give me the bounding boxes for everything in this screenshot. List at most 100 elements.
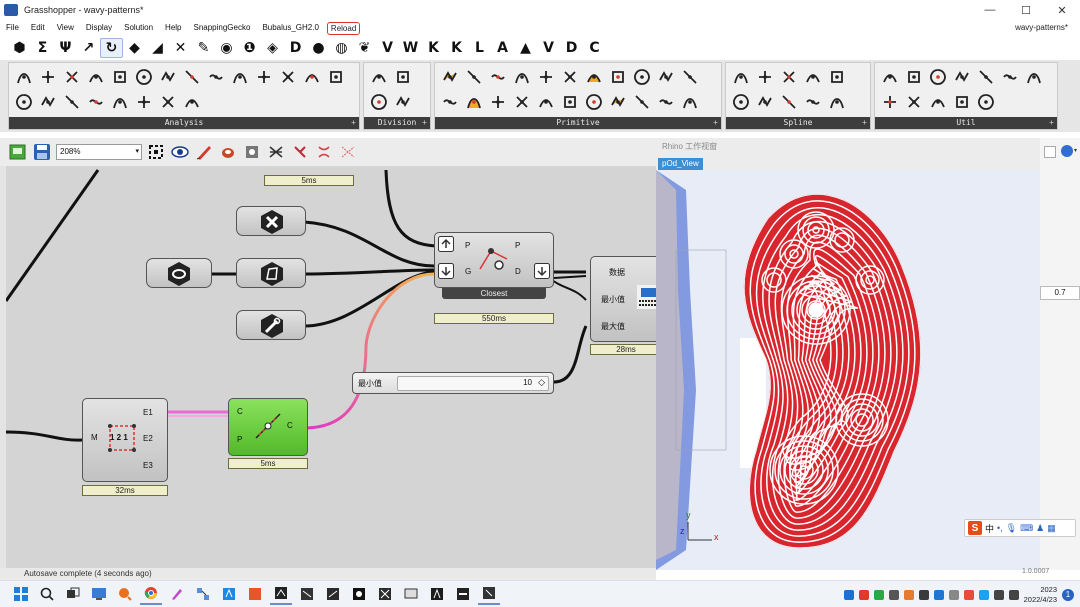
component-icon[interactable] <box>535 91 557 113</box>
search-icon[interactable] <box>36 583 58 605</box>
component-icon[interactable] <box>951 66 973 88</box>
tab-transform[interactable]: ✎ <box>192 38 215 58</box>
component-icon[interactable] <box>730 66 752 88</box>
windows-start-icon[interactable] <box>10 583 32 605</box>
component-icon[interactable] <box>826 66 848 88</box>
viewport-tab[interactable]: pOd_View <box>658 158 703 170</box>
component-icon[interactable] <box>679 66 701 88</box>
tray-app-icon[interactable] <box>903 589 914 600</box>
menu-edit[interactable]: Edit <box>30 23 45 32</box>
clock[interactable]: 2023 2022/4/23 <box>1024 585 1057 605</box>
maximize-button[interactable]: ☐ <box>1021 4 1031 17</box>
component-icon[interactable] <box>1023 66 1045 88</box>
tab-surface[interactable]: ◆ <box>123 38 146 58</box>
reload-button[interactable]: Reload <box>326 21 361 35</box>
app-icon-2[interactable] <box>244 583 266 605</box>
component-icon[interactable] <box>439 91 461 113</box>
bake-icon[interactable] <box>290 142 310 162</box>
search-app-icon[interactable] <box>114 583 136 605</box>
component-icon[interactable] <box>903 91 925 113</box>
component-icon[interactable] <box>85 91 107 113</box>
menu-bubalus[interactable]: Bubalus_GH2.0 <box>262 23 319 32</box>
grid-icon[interactable]: ▦ <box>1047 522 1056 533</box>
paint-icon[interactable] <box>166 583 188 605</box>
component-icon[interactable] <box>181 91 203 113</box>
mic-icon[interactable]: 🎙 <box>1005 522 1018 533</box>
component-icon[interactable] <box>879 91 901 113</box>
preview-mode-icon[interactable] <box>218 142 238 162</box>
tab-params[interactable]: ⬢ <box>8 38 31 58</box>
param-node-cancel[interactable] <box>236 206 306 236</box>
component-icon[interactable] <box>439 66 461 88</box>
tab-plugin-3[interactable]: ● <box>307 38 330 58</box>
tab-plugin-5[interactable]: ❦ <box>353 38 376 58</box>
minimize-button[interactable]: — <box>984 4 996 16</box>
component-icon[interactable] <box>133 66 155 88</box>
component-icon[interactable] <box>754 66 776 88</box>
remote-desktop-icon[interactable] <box>88 583 110 605</box>
close-button[interactable]: ✕ <box>1057 4 1067 17</box>
tab-plugin-a[interactable]: A <box>491 38 514 58</box>
wifi-icon[interactable] <box>993 589 1004 600</box>
menu-solution[interactable]: Solution <box>124 23 154 32</box>
curve-closest-node[interactable]: C P C <box>228 398 308 456</box>
component-icon[interactable] <box>109 66 131 88</box>
component-icon[interactable] <box>778 66 800 88</box>
component-icon[interactable] <box>61 66 83 88</box>
grasshopper-task-icon[interactable] <box>270 583 292 605</box>
component-icon[interactable] <box>607 66 629 88</box>
component-icon[interactable] <box>951 91 973 113</box>
zoom-select[interactable]: 208% ▾ <box>56 144 142 160</box>
tab-plugin-d1[interactable]: D <box>284 38 307 58</box>
component-icon[interactable] <box>13 66 35 88</box>
tray-app-icon[interactable] <box>858 589 869 600</box>
component-icon[interactable] <box>655 91 677 113</box>
component-icon[interactable] <box>999 66 1021 88</box>
component-icon[interactable] <box>559 66 581 88</box>
component-icon[interactable] <box>85 66 107 88</box>
component-icon[interactable] <box>487 66 509 88</box>
component-icon[interactable] <box>61 91 83 113</box>
component-icon[interactable] <box>133 91 155 113</box>
component-icon[interactable] <box>253 66 275 88</box>
cluster-icon[interactable] <box>314 142 334 162</box>
component-icon[interactable] <box>463 66 485 88</box>
ime-toolbar[interactable]: S 中 •, 🎙 ⌨ ♟ ▦ <box>964 519 1076 537</box>
component-icon[interactable] <box>754 91 776 113</box>
component-icon[interactable] <box>511 66 533 88</box>
panel-label-util[interactable]: Util+ <box>875 117 1057 129</box>
tray-app-icon[interactable] <box>978 589 989 600</box>
tray-app-icon[interactable] <box>933 589 944 600</box>
menu-display[interactable]: Display <box>85 23 113 32</box>
component-icon[interactable] <box>802 66 824 88</box>
component-icon[interactable] <box>157 91 179 113</box>
app-icon-1[interactable] <box>218 583 240 605</box>
param-node-brep[interactable] <box>236 258 306 288</box>
selected-preview-icon[interactable] <box>242 142 262 162</box>
tab-curve[interactable]: ↻ <box>100 38 123 58</box>
grasshopper-canvas[interactable]: 5ms P G P D Closest 550ms 数据 <box>0 166 656 568</box>
panel-label-division[interactable]: Division+ <box>364 117 430 129</box>
component-icon[interactable] <box>368 66 390 88</box>
graph-mapper-icon[interactable] <box>338 142 358 162</box>
tab-sets[interactable]: Ψ <box>54 38 77 58</box>
component-icon[interactable] <box>325 66 347 88</box>
notification-badge[interactable]: 1 <box>1062 588 1074 601</box>
tab-maths[interactable]: Σ <box>31 38 54 58</box>
task-view-icon[interactable] <box>62 583 84 605</box>
component-icon[interactable] <box>487 91 509 113</box>
param-node-curve[interactable] <box>236 310 306 340</box>
tab-plugin-d2[interactable]: D <box>560 38 583 58</box>
tab-plugin-l[interactable]: L <box>468 38 491 58</box>
tab-plugin-4[interactable]: ◍ <box>330 38 353 58</box>
keyboard-icon[interactable]: ⌨ <box>1020 522 1034 533</box>
tab-plugin-k2[interactable]: K <box>445 38 468 58</box>
tab-mesh[interactable]: ◢ <box>146 38 169 58</box>
component-icon[interactable] <box>583 66 605 88</box>
ime-punct-icon[interactable]: •, <box>997 523 1003 533</box>
component-icon[interactable] <box>205 66 227 88</box>
tray-app-icon[interactable] <box>873 589 884 600</box>
slider-grip-icon[interactable]: ◇ <box>538 377 545 387</box>
expand-icon[interactable]: + <box>862 118 867 127</box>
component-icon[interactable] <box>535 66 557 88</box>
